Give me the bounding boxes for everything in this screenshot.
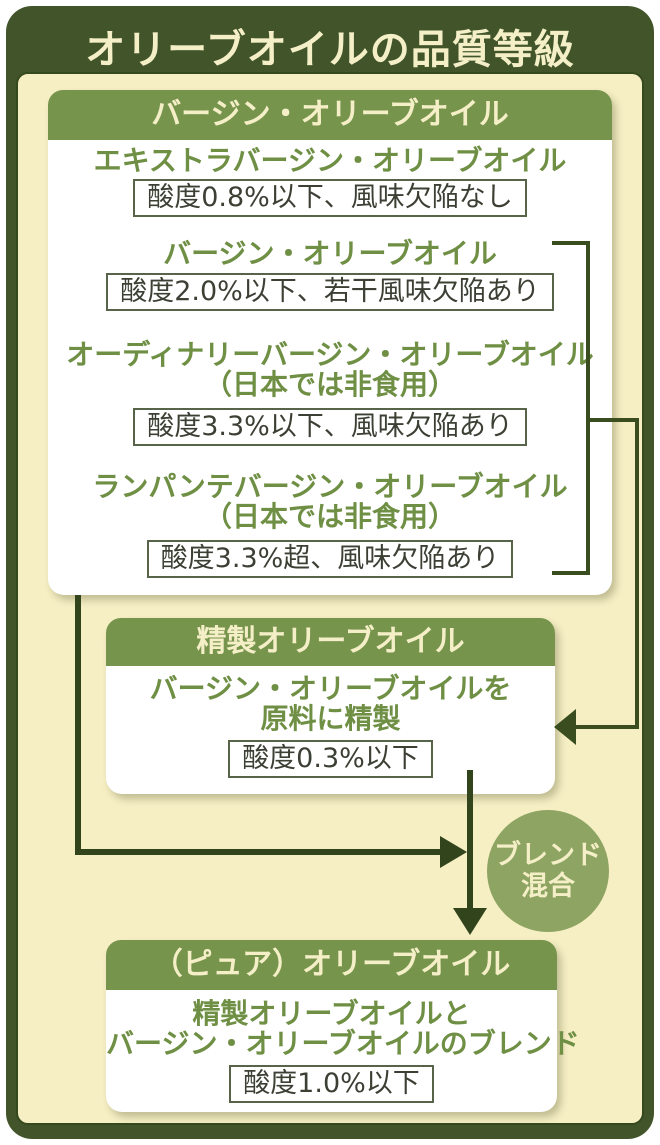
grade-extra-virgin-name: エキストラバージン・オリーブオイル — [93, 144, 567, 177]
pure-acidity: 酸度1.0%以下 — [229, 1065, 434, 1103]
connector-to-refined-horizontal — [572, 725, 639, 729]
bracket-top-stub — [552, 241, 590, 245]
grade-virgin-acidity: 酸度2.0%以下、若干風味欠陥あり — [106, 273, 554, 311]
grade-ordinary-acidity: 酸度3.3%以下、風味欠陥あり — [133, 408, 527, 446]
arrowhead-into-pure — [453, 908, 487, 935]
refined-box: 精製オリーブオイル バージン・オリーブオイルを 原料に精製 酸度0.3%以下 — [106, 618, 555, 794]
connector-center-vertical — [467, 770, 473, 910]
grade-lampante-name: ランパンテバージン・オリーブオイル — [92, 470, 568, 503]
grade-ordinary-note: （日本では非食用） — [203, 368, 456, 401]
grade-lampante-note: （日本では非食用） — [203, 500, 456, 533]
pure-desc-line1: 精製オリーブオイルと — [192, 997, 471, 1030]
arrowhead-into-refined — [554, 709, 576, 745]
arrowhead-blend-right — [440, 836, 467, 868]
virgin-group-box: バージン・オリーブオイル エキストラバージン・オリーブオイル 酸度0.8%以下、… — [48, 90, 612, 595]
connector-right-vertical — [635, 418, 639, 729]
blend-circle: ブレンド 混合 — [487, 810, 609, 932]
pure-box: （ピュア）オリーブオイル 精製オリーブオイルと バージン・オリーブオイルのブレン… — [106, 940, 580, 1112]
bracket-bottom-stub — [552, 571, 590, 575]
refined-desc-line1: バージン・オリーブオイルを — [149, 672, 512, 705]
refined-header: 精製オリーブオイル — [106, 618, 555, 666]
bracket-vertical — [586, 241, 590, 575]
grade-lampante-acidity: 酸度3.3%超、風味欠陥あり — [146, 540, 514, 578]
grade-extra-virgin-acidity: 酸度0.8%以下、風味欠陥なし — [133, 179, 527, 217]
grade-ordinary-name: オーディナリーバージン・オリーブオイル — [66, 338, 594, 371]
pure-header: （ピュア）オリーブオイル — [106, 940, 557, 990]
refined-acidity: 酸度0.3%以下 — [228, 740, 433, 778]
refined-desc-line2: 原料に精製 — [260, 702, 401, 735]
virgin-group-header: バージン・オリーブオイル — [48, 90, 612, 140]
connector-left-vertical — [75, 595, 81, 855]
bracket-mid-branch — [586, 418, 639, 422]
blend-label-line1: ブレンド — [494, 840, 602, 871]
pure-desc-line2: バージン・オリーブオイルのブレンド — [106, 1027, 580, 1060]
connector-left-horizontal — [75, 849, 440, 855]
blend-label-line2: 混合 — [521, 871, 575, 902]
page-title: オリーブオイルの品質等級 — [85, 27, 575, 73]
grade-virgin-name: バージン・オリーブオイル — [163, 237, 497, 270]
